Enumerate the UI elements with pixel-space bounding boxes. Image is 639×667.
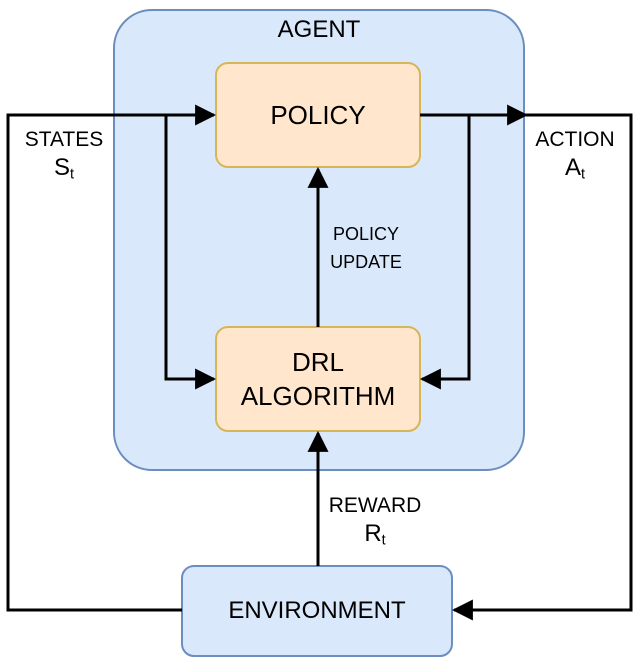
states-symbol: St [53,154,74,183]
states-text: STATES [24,128,104,151]
policy-update-line1: POLICY [332,224,400,244]
reward-text: REWARD [328,494,422,517]
states-label: STATES St [18,126,110,182]
reward-symbol: Rt [364,520,386,549]
drl-algorithm-line2: ALGORITHM [240,381,396,411]
action-branch-arrow [419,115,471,390]
states-arrow [6,104,217,612]
policy-label: POLICY [270,99,366,130]
policy-update-line2: UPDATE [330,252,402,272]
action-symbol: At [564,154,585,183]
policy-update-label: POLICY UPDATE [326,220,406,276]
reward-label: REWARD Rt [322,492,428,548]
action-text: ACTION [535,128,615,151]
action-label: ACTION At [526,126,624,182]
states-branch-arrow [164,115,217,390]
drl-algorithm-label: DRL ALGORITHM [216,327,420,431]
agent-title: AGENT [277,16,361,43]
drl-algorithm-line1: DRL [291,347,344,377]
environment-label: ENVIRONMENT [228,597,406,624]
